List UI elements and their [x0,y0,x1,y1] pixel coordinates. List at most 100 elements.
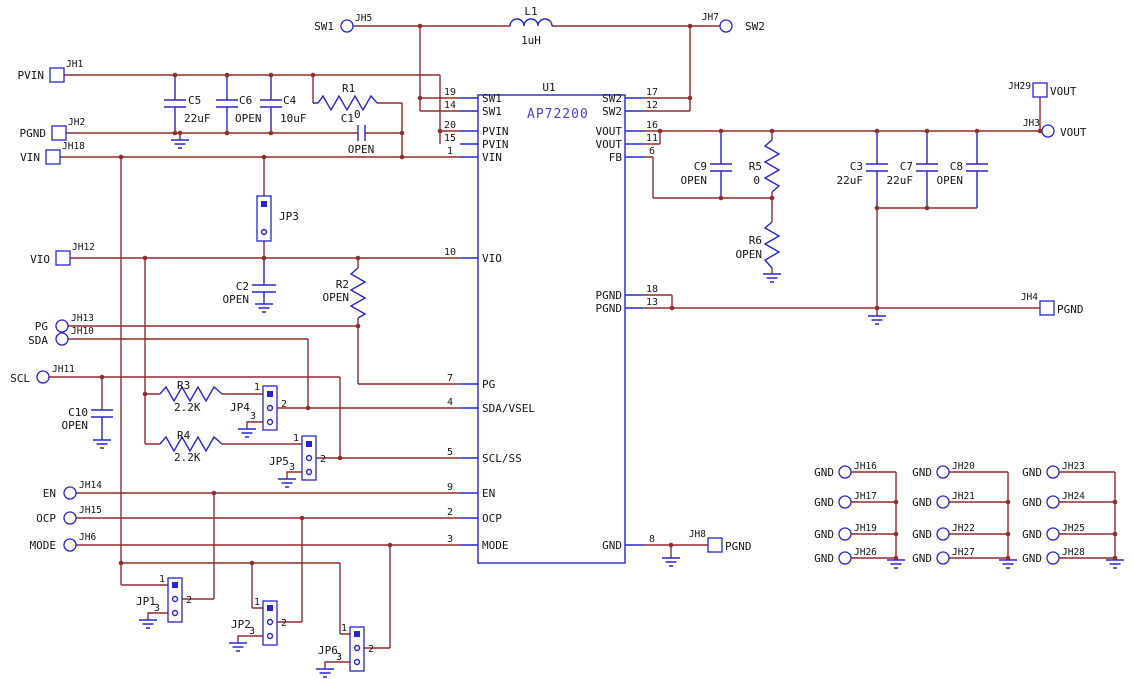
pin-name: SDA/VSEL [482,402,535,415]
capacitor-c3 [866,131,888,208]
jumper-pin-label: 1 [341,623,347,634]
ground-icon [998,559,1018,569]
resistor-r2 [349,267,367,319]
terminal-jh8 [707,537,723,553]
comp-ref: C9 [694,160,707,173]
terminal-jh26 [838,551,852,565]
wire-sw2-net [552,25,720,112]
jumper-pin-label: 1 [254,597,260,608]
comp-value: OPEN [223,293,250,306]
jumper-pin-label: 3 [154,603,160,614]
ic-body [477,94,626,564]
terminal-ref: JH7 [702,12,719,23]
terminal-jh15 [63,511,77,525]
component-symbols [91,18,988,453]
resistor-r4 [159,435,223,453]
terminal-jh25 [1046,527,1060,541]
net-label: VOUT [1050,85,1077,98]
ground-icon [1105,559,1125,569]
terminal-ref: JH5 [355,13,372,24]
jumper-pin-label: 3 [250,411,256,422]
gnd-label: GND [814,552,834,565]
terminal-ref: JH15 [79,505,102,516]
terminal-jh7 [719,19,733,33]
resistor-r1 [313,94,378,112]
pin-name: SW1 [482,105,502,118]
terminal-ref: JH29 [1008,81,1031,92]
terminal-ref: JH3 [1023,118,1040,129]
capacitor-c7 [916,131,938,208]
comp-ref: C2 [236,280,249,293]
terminal-ref: JH1 [66,59,83,70]
comp-ref: C3 [850,160,863,173]
ic-u1 [460,94,643,564]
wire-gnd-grid [851,471,1116,560]
terminal-jh27 [936,551,950,565]
ic-pin-stubs-left [460,97,478,546]
terminal-jh20 [936,465,950,479]
wire-output-gnd-bus [876,207,977,308]
jumper-ref: JP6 [318,644,338,657]
comp-value: OPEN [736,248,763,261]
jumper-pin-label: 3 [249,626,255,637]
terminal-ref: JH16 [854,461,877,472]
comp-ref: C1 [341,112,354,125]
terminal-jh6 [63,538,77,552]
comp-ref: R5 [749,160,762,173]
wire-r1-c1-node [365,102,403,157]
terminal-symbols [36,19,1060,565]
pin-name: PG [482,378,495,391]
net-label: MODE [30,539,57,552]
terminal-jh29 [1032,82,1048,98]
ground-icon [254,303,274,313]
comp-ref: C8 [950,160,963,173]
terminal-ref: JH28 [1062,547,1085,558]
pin-number: 10 [444,247,456,258]
resistor-r3 [159,385,223,403]
net-label: VIO [30,253,50,266]
net-label: OCP [36,512,56,525]
pin-name: VIN [482,151,502,164]
terminal-ref: JH8 [689,529,706,540]
comp-value: 0 [753,174,760,187]
comp-value: 0 [354,108,361,121]
ground-icon [315,668,335,678]
pin-number: 7 [447,373,453,384]
jumper-ref: JP1 [136,595,156,608]
ground-icon [762,273,782,283]
terminal-jh3 [1041,124,1055,138]
net-label: PGND [1057,303,1084,316]
pin-number: 8 [649,534,655,545]
jumper-jp6 [349,626,365,672]
pin-name: PVIN [482,125,509,138]
wire-en-net [76,492,460,600]
terminal-jh2 [51,125,67,141]
terminal-jh28 [1046,551,1060,565]
terminal-jh1 [49,67,65,83]
jumper-symbols [167,195,365,672]
terminal-jh16 [838,465,852,479]
gnd-label: GND [814,496,834,509]
net-label: EN [43,487,56,500]
pin-number: 18 [646,284,658,295]
jumper-pin-label: 2 [320,454,326,465]
pin-number: 5 [447,447,453,458]
pin-name: SCL/SS [482,452,522,465]
pin-number: 1 [447,146,453,157]
wire-fb-net [643,156,773,222]
terminal-jh18 [45,149,61,165]
pin-number: 2 [447,507,453,518]
ground-icon [661,557,681,567]
jumper-pin-label: 2 [281,399,287,410]
pin-number: 16 [646,120,658,131]
pin-number: 19 [444,87,456,98]
pin-name: EN [482,487,495,500]
terminal-jh14 [63,486,77,500]
terminal-jh4 [1039,300,1055,316]
jumper-jp1 [167,577,183,623]
comp-value: 2.2K [174,451,201,464]
pin-number: 4 [447,397,453,408]
pin-name: SW1 [482,92,502,105]
capacitor-c5 [164,75,186,133]
